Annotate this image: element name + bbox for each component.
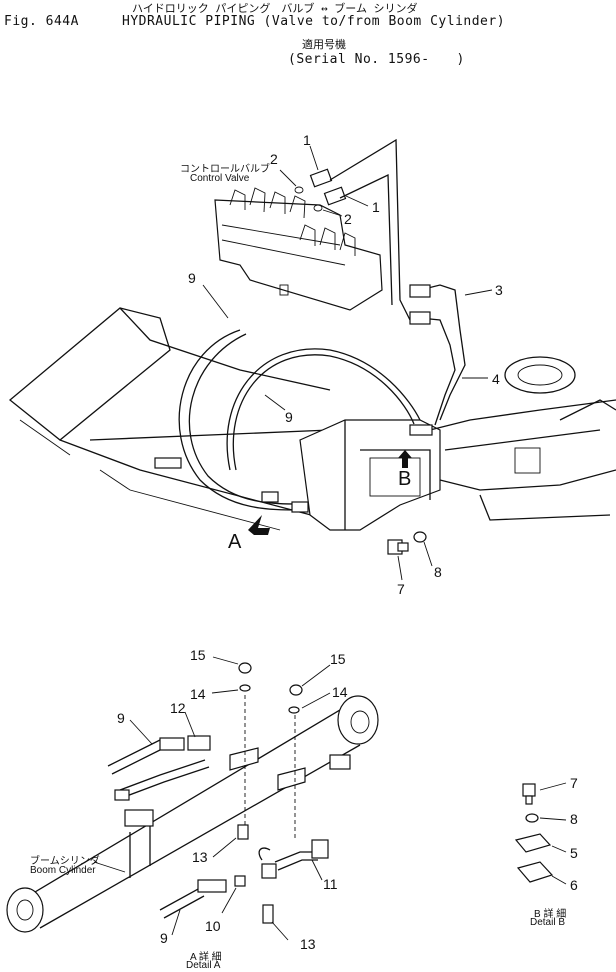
detail-a-parts [93,656,331,941]
callout-13: 13 [192,849,208,865]
callout-10: 10 [205,918,221,934]
valve-block [299,419,441,531]
boom-cylinder-drawing [6,695,379,933]
callout-8: 8 [434,564,442,580]
frame-right [429,356,616,521]
header-jp-title: ハイドロリック パイピング バルブ ↔ ブーム シリンダ [132,2,418,15]
arrow-a-label: A [228,531,242,553]
fittings-1-2 [279,145,369,217]
boom-frame [8,307,331,531]
tubes-3-4 [329,138,493,426]
callout-14: 14 [190,686,206,702]
callout-11: 11 [323,876,338,892]
control-valve-drawing [214,187,383,311]
callout-15: 15 [190,647,206,663]
callout-2: 2 [344,211,352,227]
serial-jp: 適用号機 [302,38,346,51]
callout-9: 9 [285,409,293,425]
callout-1: 1 [372,199,380,215]
detail-b-label: Detail B [530,917,566,928]
callout-9: 9 [188,270,196,286]
page-title: HYDRAULIC PIPING (Valve to/from Boom Cyl… [122,14,506,29]
detail-a-jp: A 詳 細 [190,952,222,963]
boom-cylinder-jp: ブームシリンダ [30,856,100,867]
callout-9: 9 [160,930,168,946]
callout-4: 4 [492,371,500,387]
view-arrows [248,450,412,535]
callout-3: 3 [495,282,503,298]
callout-7: 7 [570,775,578,791]
callout-15: 15 [330,651,346,667]
callout-5: 5 [570,845,578,861]
detail-b-jp: B 詳 細 [534,909,567,920]
control-valve-jp: コントロールバルブ [180,164,270,175]
arrow-b-label: B [398,468,412,490]
callout-13: 13 [300,936,316,952]
control-valve-label: Control Valve [190,173,250,184]
figure-number: Fig. 644A [4,14,79,29]
callout-8: 8 [570,811,578,827]
callout-9: 9 [117,710,125,726]
callout-14: 14 [332,684,348,700]
bolt-washer-upper [387,531,433,581]
serial-number: (Serial No. 1596- ) [288,52,465,67]
callout-7: 7 [397,581,405,597]
detail-b-parts [514,782,567,885]
callout-2: 2 [270,151,278,167]
boom-cylinder-label: Boom Cylinder [30,865,96,876]
callout-12: 12 [170,700,186,716]
callout-1: 1 [303,132,311,148]
hoses-9 [154,284,433,513]
callout-6: 6 [570,877,578,893]
detail-a-label: Detail A [186,960,221,971]
